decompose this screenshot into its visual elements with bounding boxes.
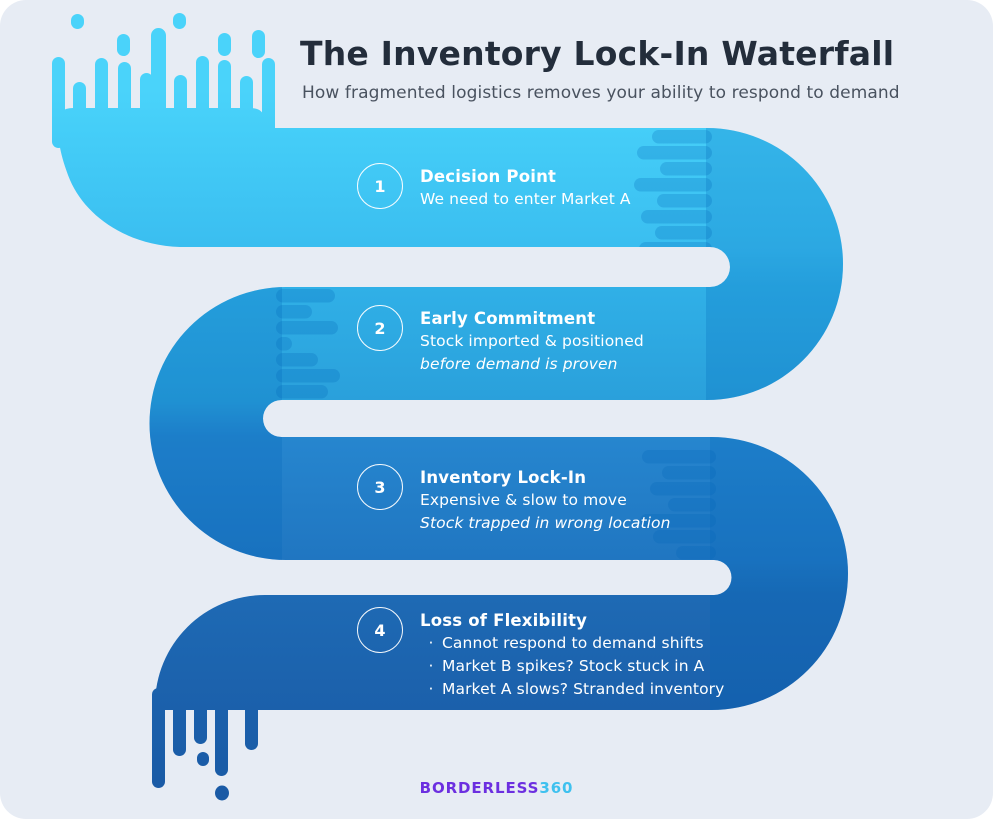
- footer-brand: BORDERLESS360: [0, 779, 993, 797]
- step-content: Early Commitment Stock imported & positi…: [420, 305, 644, 376]
- bullet-text: Cannot respond to demand shifts: [442, 634, 704, 652]
- step-3: 3 Inventory Lock-In Expensive & slow to …: [357, 464, 671, 535]
- step-bullet-line: · Market B spikes? Stock stuck in A: [420, 655, 724, 678]
- step-line-italic: Stock trapped in wrong location: [420, 514, 671, 532]
- bullet-dot: ·: [428, 634, 434, 652]
- step-number-badge: 1: [357, 163, 403, 209]
- step-line-italic: before demand is proven: [420, 355, 618, 373]
- step-content: Loss of Flexibility · Cannot respond to …: [420, 607, 724, 701]
- step-content: Decision Point We need to enter Market A: [420, 163, 631, 211]
- step-number: 2: [374, 318, 386, 338]
- bottom-drips: [152, 688, 258, 801]
- step-number: 1: [374, 176, 386, 196]
- page-title: The Inventory Lock-In Waterfall: [300, 34, 895, 73]
- brand-suffix: 360: [539, 779, 574, 797]
- step-number: 3: [374, 477, 386, 497]
- step-4: 4 Loss of Flexibility · Cannot respond t…: [357, 607, 724, 701]
- bullet-dot: ·: [428, 680, 434, 698]
- step-title: Decision Point: [420, 167, 557, 186]
- page-subtitle: How fragmented logistics removes your ab…: [302, 83, 900, 104]
- waterfall-snake-path: [58, 108, 848, 710]
- step-number: 4: [374, 620, 386, 640]
- header: The Inventory Lock-In Waterfall How frag…: [300, 33, 960, 103]
- step-content: Inventory Lock-In Expensive & slow to mo…: [420, 464, 671, 535]
- bullet-text: Market B spikes? Stock stuck in A: [442, 657, 705, 675]
- top-splash-drips: [52, 13, 275, 148]
- bullet-text: Market A slows? Stranded inventory: [442, 680, 725, 698]
- step-title: Loss of Flexibility: [420, 611, 588, 630]
- brand-name: BORDERLESS: [419, 779, 540, 797]
- step-title: Inventory Lock-In: [420, 468, 587, 487]
- step-line: Expensive & slow to move: [420, 491, 627, 509]
- step-title: Early Commitment: [420, 309, 596, 328]
- step-line: Stock imported & positioned: [420, 332, 644, 350]
- step-number-badge: 4: [357, 607, 403, 653]
- step-bullet-line: · Market A slows? Stranded inventory: [420, 678, 724, 701]
- step-2: 2 Early Commitment Stock imported & posi…: [357, 305, 644, 376]
- step-line: We need to enter Market A: [420, 190, 631, 208]
- step-number-badge: 2: [357, 305, 403, 351]
- bullet-dot: ·: [428, 657, 434, 675]
- step-1: 1 Decision Point We need to enter Market…: [357, 163, 631, 211]
- step-bullet-line: · Cannot respond to demand shifts: [420, 632, 724, 655]
- step-number-badge: 3: [357, 464, 403, 510]
